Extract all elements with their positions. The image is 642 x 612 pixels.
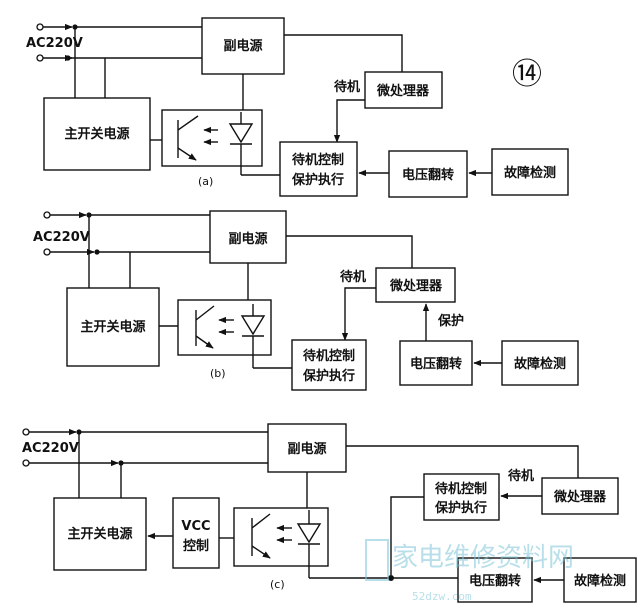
mcu-box (541, 477, 619, 515)
caption-b: (b) (210, 367, 226, 380)
control-label-2: 保护执行 (291, 172, 344, 188)
standby-power-label: 副电源 (223, 38, 262, 54)
voltage-flip-label: 电压翻转 (410, 356, 462, 372)
standby-signal-label: 待机 (333, 79, 360, 95)
watermark: 家电维修资料网 52dzw.com (365, 539, 574, 603)
control-label-1: 待机控制 (434, 481, 487, 497)
vcc-label-2: 控制 (183, 538, 209, 554)
fault-detect-label: 故障检测 (574, 573, 626, 589)
caption-c: (c) (270, 578, 285, 591)
ac-input-terminals (43, 211, 100, 256)
main-power-label: 主开关电源 (67, 526, 132, 542)
mcu-box (375, 267, 456, 303)
main-power-label: 主开关电源 (64, 126, 129, 142)
voltage-flip-box (388, 150, 468, 198)
fault-detect-box (563, 557, 637, 603)
voltage-flip-box (457, 557, 533, 603)
control-label-1: 待机控制 (291, 152, 344, 168)
fault-detect-box (491, 148, 569, 196)
vcc-control-box (172, 497, 220, 569)
main-power-box (43, 97, 151, 171)
main-power-label: 主开关电源 (80, 319, 145, 335)
optocoupler (233, 507, 329, 578)
fault-detect-label: 故障检测 (504, 165, 556, 181)
optocoupler (177, 299, 272, 368)
control-box (279, 141, 358, 197)
ac-input-label: AC220V (22, 441, 79, 456)
standby-power-label: 副电源 (228, 231, 267, 247)
mcu-label: 微处理器 (389, 278, 443, 294)
control-label-2: 保护执行 (302, 368, 355, 384)
standby-power-box (209, 210, 287, 264)
watermark-text: 家电维修资料网 (392, 543, 574, 573)
protect-signal-label: 保护 (437, 313, 464, 329)
fault-detect-label: 故障检测 (514, 356, 566, 372)
mcu-box (364, 71, 443, 109)
voltage-flip-label: 电压翻转 (469, 573, 521, 589)
standby-signal-label: 待机 (507, 468, 534, 484)
main-power-box (53, 497, 147, 571)
mcu-label: 微处理器 (553, 489, 607, 505)
control-label-2: 保护执行 (434, 500, 487, 516)
panel-b: AC220V 主开关电源 副电源 微处理器 待机 (b) (33, 210, 579, 391)
ac-input-label: AC220V (26, 36, 83, 51)
circled-number: ⑭ (512, 57, 542, 92)
vcc-label-1: VCC (181, 519, 210, 534)
watermark-url: 52dzw.com (412, 590, 472, 603)
control-box (291, 339, 367, 391)
caption-a: (a) (198, 175, 213, 188)
main-power-box (66, 287, 160, 367)
control-label-1: 待机控制 (302, 348, 355, 364)
voltage-flip-label: 电压翻转 (402, 167, 454, 183)
panel-a: AC220V 主开关电源 副电源 微处理器 待机 (26, 17, 569, 198)
voltage-flip-box (399, 340, 473, 386)
fault-detect-box (501, 340, 579, 386)
standby-power-label: 副电源 (287, 441, 326, 457)
ac-input-label: AC220V (33, 230, 90, 245)
optocoupler (161, 109, 263, 175)
mcu-label: 微处理器 (376, 83, 430, 99)
standby-power-box (267, 423, 347, 473)
ac-input-terminals (22, 428, 124, 467)
standby-signal-label: 待机 (339, 269, 366, 285)
standby-power-box (201, 17, 285, 75)
panel-c: AC220V 主开关电源 副电源 微处理器 待机 待机控制 保护执行 VCC 控… (22, 423, 637, 603)
